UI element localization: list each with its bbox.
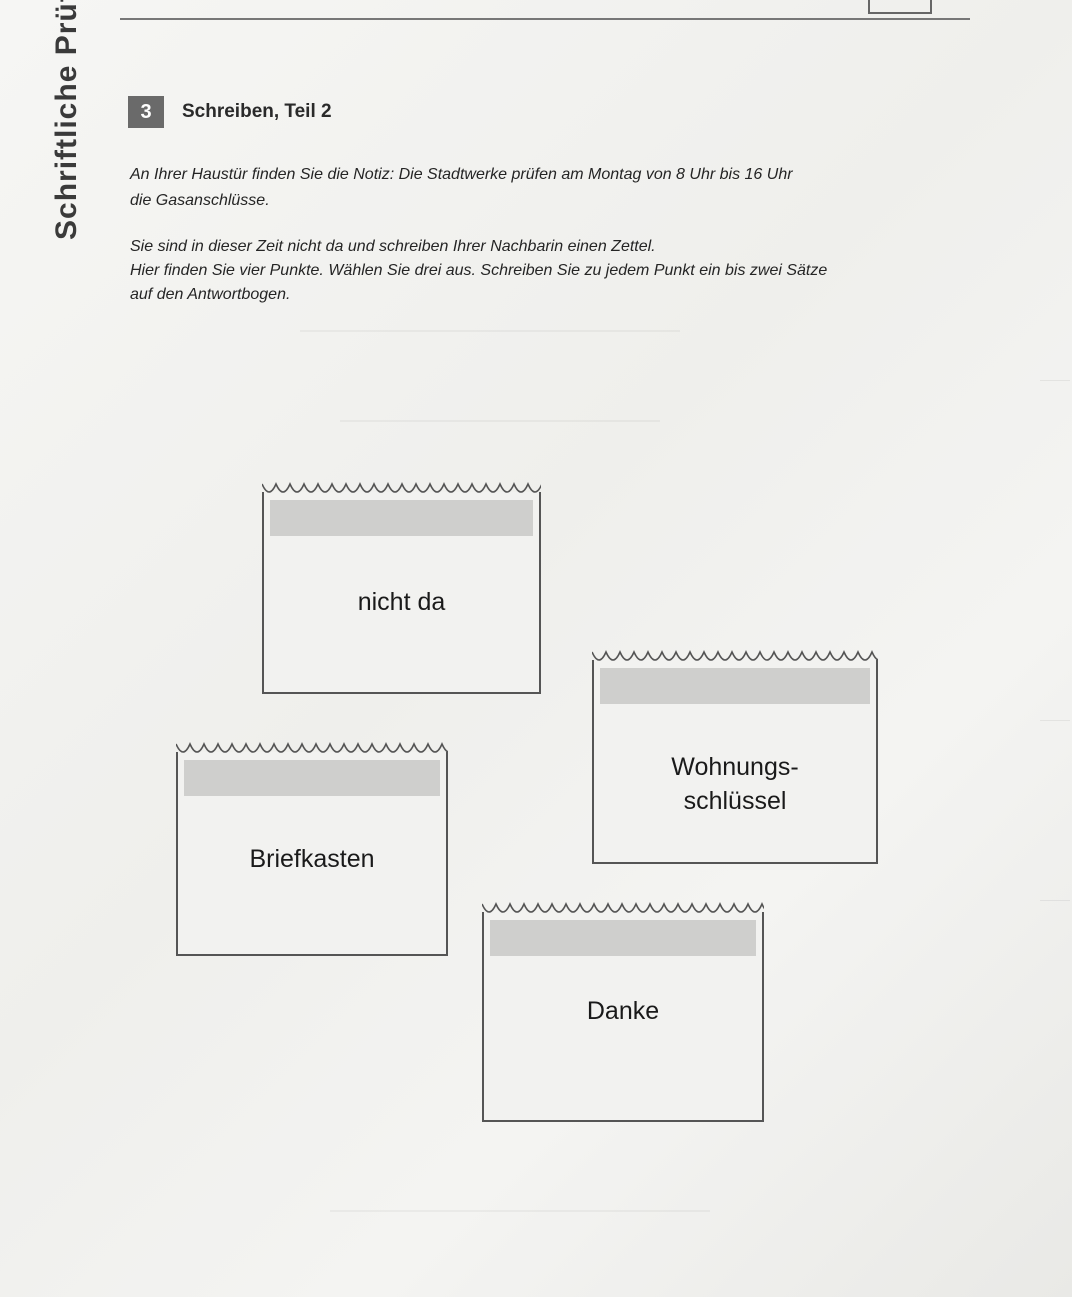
instruction-line-1: An Ihrer Haustür finden Sie die Notiz: D… <box>130 166 793 183</box>
paper-crease <box>1040 380 1070 381</box>
section-title: Schreiben, Teil 2 <box>182 101 332 122</box>
note-torn-edge <box>176 742 448 756</box>
note-label-line: nicht da <box>357 588 446 616</box>
torn-edge-path <box>482 902 764 913</box>
note-header-bar <box>184 760 440 796</box>
note-label-line: Danke <box>586 997 660 1025</box>
torn-edge-path <box>176 742 448 753</box>
note-torn-edge <box>262 482 541 496</box>
torn-edge-path <box>262 482 541 493</box>
header-rule <box>120 18 970 20</box>
note-torn-edge <box>482 902 764 916</box>
note-card-nicht-da: nicht da <box>262 482 541 694</box>
paper-fold <box>340 420 660 422</box>
note-card-briefkasten: Briefkasten <box>176 742 448 956</box>
paper-fold <box>300 330 680 332</box>
instruction-line-4: Hier finden Sie vier Punkte. Wählen Sie … <box>130 262 828 279</box>
section-number-badge: 3 <box>128 96 164 128</box>
side-label: Schriftliche Prüfun <box>50 0 83 240</box>
note-card-wohnungsschluessel: Wohnungs- schlüssel <box>592 650 878 864</box>
note-card-danke: Danke <box>482 902 764 1122</box>
instruction-line-3: Sie sind in dieser Zeit nicht da und sch… <box>130 238 656 255</box>
torn-edge-path <box>592 650 878 661</box>
note-label: Briefkasten <box>178 842 446 876</box>
note-header-bar <box>270 500 533 536</box>
instruction-line-2: die Gasanschlüsse. <box>130 192 270 209</box>
note-header-bar <box>600 668 870 704</box>
note-header-bar <box>490 920 756 956</box>
instruction-line-5: auf den Antwortbogen. <box>130 286 291 303</box>
paper-fold <box>330 1210 710 1212</box>
note-label-line: schlüssel <box>683 787 787 815</box>
note-label: nicht da <box>264 585 539 619</box>
header-box <box>868 0 932 14</box>
section-header: 3 Schreiben, Teil 2 <box>128 96 332 128</box>
note-label-line: Briefkasten <box>249 845 375 873</box>
note-label: Danke <box>484 994 762 1028</box>
note-label-line: Wohnungs- <box>671 753 799 781</box>
note-label: Wohnungs- schlüssel <box>594 750 876 818</box>
paper-crease <box>1040 720 1070 721</box>
note-torn-edge <box>592 650 878 664</box>
paper-crease <box>1040 900 1070 901</box>
